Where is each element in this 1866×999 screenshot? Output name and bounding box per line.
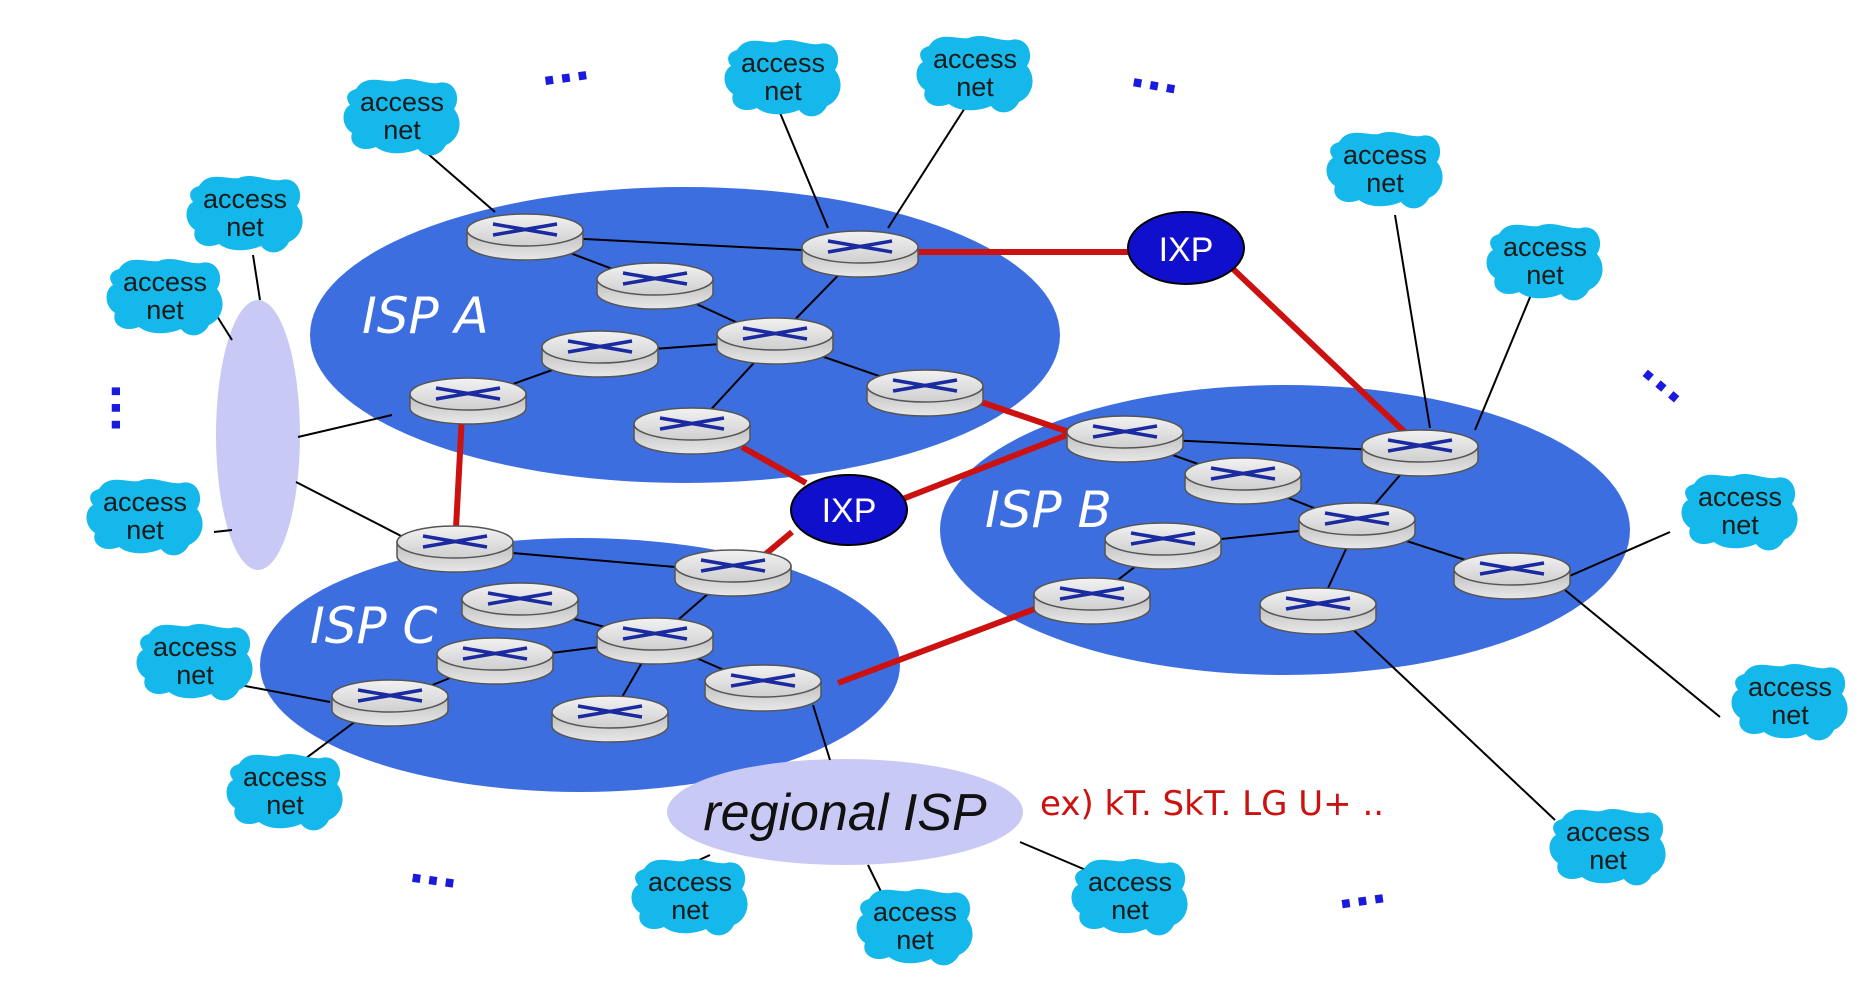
access-net-label: net [956,72,994,102]
access-net-label: net [383,115,421,145]
access-net-label: net [1721,510,1759,540]
access-net-label: access [360,87,444,117]
ellipsis-top-left: ... [536,39,593,96]
router-icon [1259,587,1377,635]
access-net-label: access [1566,817,1650,847]
access-net-label: access [873,897,957,927]
router-icon [436,637,554,685]
ellipsis-left: ... [80,383,131,433]
access-net-label: net [1111,895,1149,925]
router-icon [551,695,669,743]
router-icon [541,330,659,378]
routers [331,213,1571,743]
router-icon [461,582,579,630]
access-net-label: net [146,295,184,325]
ixp-middle-label: IXP [822,492,877,530]
access-net-label: net [1771,700,1809,730]
isp-c-label: ISP C [310,597,438,655]
isp-c-network [260,538,900,792]
router-icon [596,262,714,310]
router-icon [1104,522,1222,570]
regional-isp-label: regional ISP [703,784,987,842]
access-net-label: access [741,48,825,78]
access-net-label: net [226,212,264,242]
access-net-label: net [671,895,709,925]
router-icon [1361,429,1479,477]
ellipsis-markers: ... ... ... ... ... ... [80,39,1703,920]
peering-links [453,249,1416,686]
router-icon [1453,552,1571,600]
router-icon [1066,415,1184,463]
router-icon [331,679,449,727]
router-icon [596,617,714,665]
access-net-label: net [896,925,934,955]
access-net-label: net [1366,168,1404,198]
router-icon [466,213,584,261]
router-icon [1298,502,1416,550]
access-net-label: net [764,76,802,106]
access-net-label: access [1343,140,1427,170]
access-nets: accessnetaccessnetaccessnetaccessnetacce… [86,36,1848,966]
ellipsis-bottom-right: ... [1333,862,1390,919]
access-net-label: access [1503,232,1587,262]
ellipsis-top-right: ... [1127,46,1185,105]
access-net-label: access [123,267,207,297]
router-icon [396,525,514,573]
ixp-top: IXP [1127,211,1245,285]
isp-b-label: ISP B [985,481,1112,539]
handwritten-annotation: ex) kT. SkT. LG U+ .. [1040,784,1384,824]
access-net-label: access [648,867,732,897]
ellipsis-right: ... [1632,342,1703,413]
router-icon [409,377,527,425]
access-net-label: net [1526,260,1564,290]
access-net-label: access [1748,672,1832,702]
regional-isp-bottom [667,759,1023,865]
regional-isp-left [216,300,300,570]
router-icon [801,230,919,278]
ixp-middle: IXP [790,474,908,546]
access-net-label: net [1589,845,1627,875]
access-net-label: access [203,184,287,214]
router-icon [866,369,984,417]
router-icon [674,549,792,597]
isp-a-label: ISP A [362,287,489,345]
router-icon [704,664,822,712]
router-icon [633,407,751,455]
ellipsis-bottom-left: ... [406,842,463,899]
router-icon [1033,577,1151,625]
access-net-label: access [153,632,237,662]
ixp-top-label: IXP [1159,231,1214,269]
access-net-label: access [243,762,327,792]
access-net-label: net [266,790,304,820]
access-net-label: access [1088,867,1172,897]
access-net-label: net [176,660,214,690]
access-net-label: access [1698,482,1782,512]
access-net-label: access [933,44,1017,74]
router-icon [716,317,834,365]
access-net-label: net [126,515,164,545]
router-icon [1184,457,1302,505]
access-net-label: access [103,487,187,517]
